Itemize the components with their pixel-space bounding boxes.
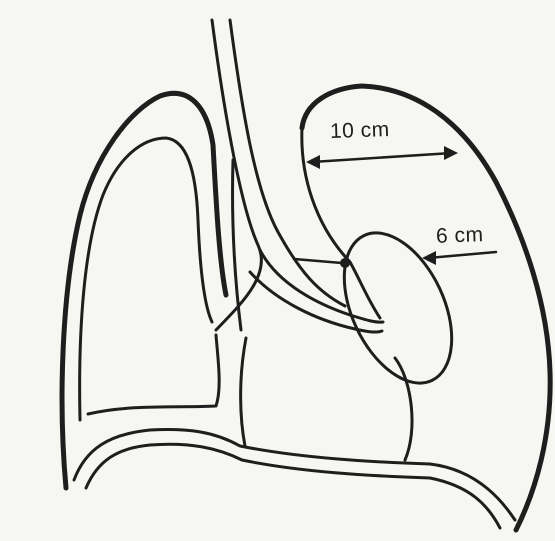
pointer-dot bbox=[340, 258, 350, 268]
measure-6-label: 6 cm bbox=[436, 223, 484, 249]
left-lower-bend bbox=[88, 335, 219, 414]
measure-10-arrowhead-right bbox=[444, 146, 458, 160]
measure-10-label: 10 cm bbox=[330, 118, 390, 144]
diaphragm-upper-line bbox=[74, 430, 515, 520]
heart-contour bbox=[241, 338, 246, 446]
left-lung-inner-boundary bbox=[80, 138, 212, 420]
measure-10-line bbox=[312, 153, 452, 162]
measure-6-line bbox=[428, 252, 496, 258]
mass-inner-boundary bbox=[302, 128, 380, 318]
left-lung-outer-wall bbox=[62, 93, 226, 488]
measure-10-arrowhead-left bbox=[306, 155, 320, 169]
diaphragm-lower-line bbox=[86, 444, 500, 528]
heart-lower-right-contour bbox=[395, 358, 412, 460]
trachea-right-wall bbox=[230, 20, 345, 306]
pointer-line bbox=[294, 259, 342, 263]
